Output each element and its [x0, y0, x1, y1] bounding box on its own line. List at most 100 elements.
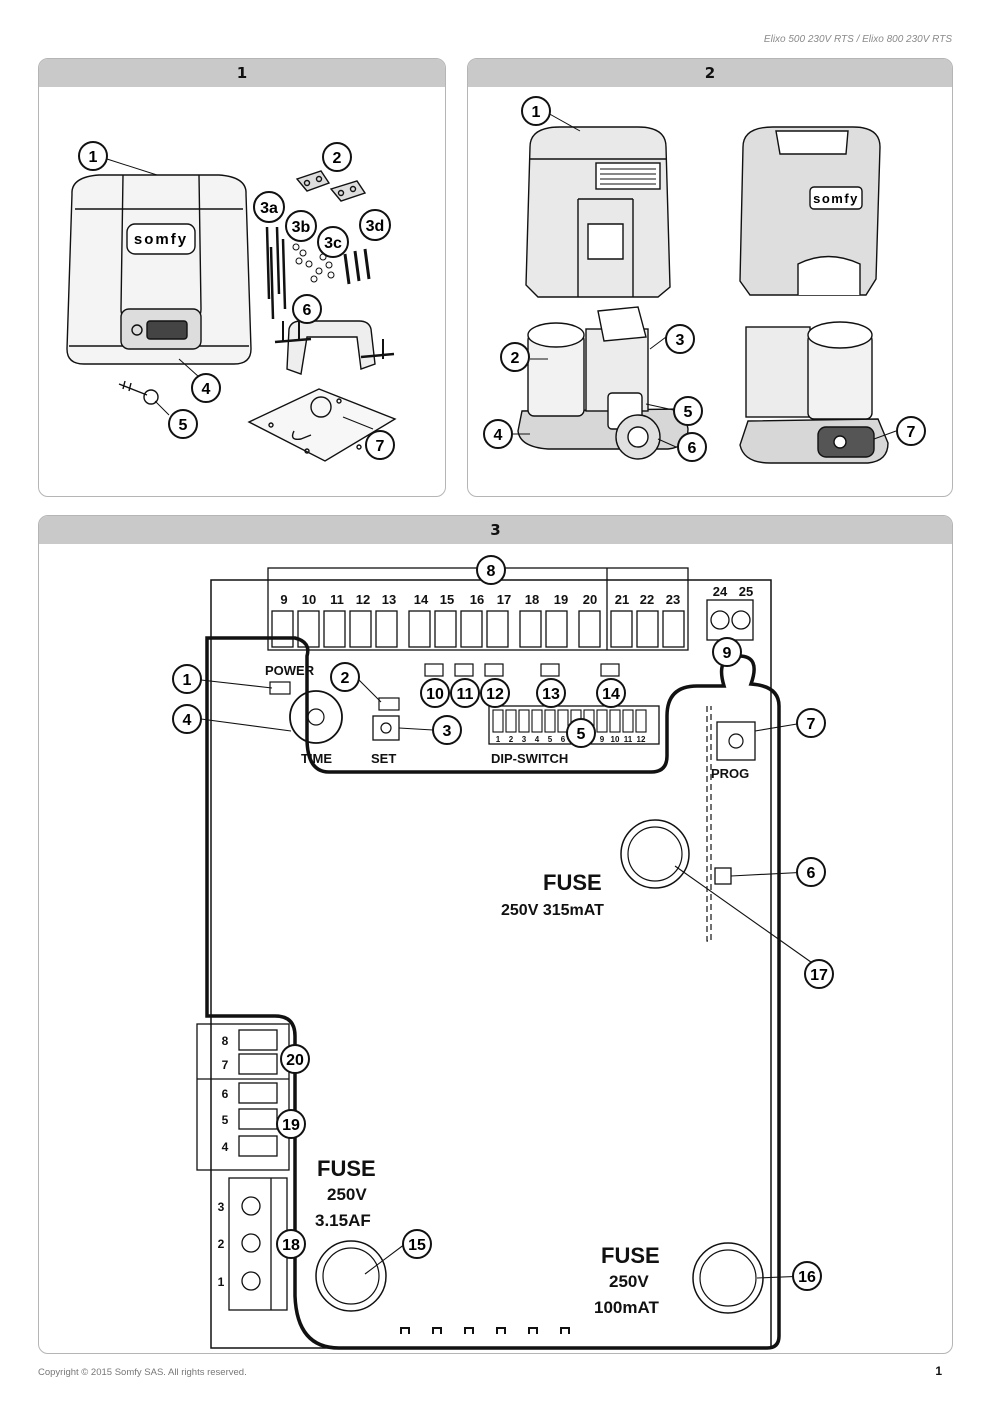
- terminal-17: 17: [497, 592, 511, 607]
- callout-5: 5: [179, 417, 188, 434]
- callout-8: 8: [487, 563, 496, 580]
- callout-6: 6: [688, 440, 697, 457]
- dip-1: 1: [496, 735, 501, 744]
- callout-6: 6: [807, 865, 816, 882]
- power-label: POWER: [265, 663, 315, 678]
- top-terminal-numbers: 9 10 11 12 13 14 15 16 17 18 19 20 21 22…: [280, 584, 753, 607]
- terminal-4: 4: [222, 1140, 229, 1154]
- callout-17: 17: [810, 967, 828, 984]
- callout-4: 4: [183, 712, 192, 729]
- left-terminal-numbers: 8 7 6 5 4 3 2 1: [218, 1034, 229, 1289]
- callout-3c: 3c: [324, 235, 342, 252]
- terminal-15: 15: [440, 592, 454, 607]
- terminal-20: 20: [583, 592, 597, 607]
- dip-6: 6: [561, 735, 566, 744]
- panel-3-callouts: 1 2 3 4 5 6 7 8 9 10 11 12 13 1: [172, 555, 834, 1291]
- callout-3d: 3d: [366, 218, 385, 235]
- dip-2: 2: [509, 735, 514, 744]
- callout-7: 7: [376, 438, 385, 455]
- left-fuse-voltage: 250V: [327, 1185, 367, 1204]
- panel-2-illustration: somfy 1 2 3 4 5 6 7: [483, 96, 926, 464]
- callout-7: 7: [807, 716, 816, 733]
- callout-15: 15: [408, 1237, 426, 1254]
- panel-1-logo: somfy: [134, 231, 188, 248]
- panel-3-title: 3: [39, 516, 952, 544]
- panel-1-title: 1: [39, 59, 445, 87]
- callout-5: 5: [577, 726, 586, 743]
- set-label: SET: [371, 751, 396, 766]
- panel-3-control-board: 3: [38, 515, 953, 1354]
- terminal-19: 19: [554, 592, 568, 607]
- callout-10: 10: [426, 686, 444, 703]
- dip-4: 4: [535, 735, 540, 744]
- terminal-13: 13: [382, 592, 396, 607]
- callout-2: 2: [341, 670, 350, 687]
- dip-10: 10: [611, 735, 620, 744]
- callout-2: 2: [511, 350, 520, 367]
- panel-1-callouts: 1 2 3a 3b 3c 3d 4 5 6 7: [78, 141, 395, 460]
- terminal-1: 1: [218, 1275, 225, 1289]
- callout-20: 20: [286, 1052, 304, 1069]
- dip-5: 5: [548, 735, 553, 744]
- terminal-9: 9: [280, 592, 287, 607]
- dip-12: 12: [637, 735, 646, 744]
- terminal-11: 11: [330, 592, 344, 607]
- dip-9: 9: [600, 735, 605, 744]
- terminal-23: 23: [666, 592, 680, 607]
- callout-11: 11: [457, 686, 474, 703]
- terminal-21: 21: [615, 592, 629, 607]
- callout-16: 16: [798, 1269, 816, 1286]
- left-fuse-current: 3.15AF: [315, 1211, 371, 1230]
- callout-1: 1: [89, 149, 98, 166]
- callout-5: 5: [684, 404, 693, 421]
- callout-3: 3: [443, 723, 452, 740]
- terminal-14: 14: [414, 592, 429, 607]
- panel-2-motor-components: 2: [467, 58, 953, 497]
- callout-9: 9: [723, 645, 732, 662]
- terminal-18: 18: [525, 592, 539, 607]
- panel-2-callouts: 1 2 3 4 5 6 7: [483, 96, 926, 462]
- terminal-8: 8: [222, 1034, 229, 1048]
- terminal-7: 7: [222, 1058, 229, 1072]
- dip-switch-label: DIP-SWITCH: [491, 751, 568, 766]
- callout-14: 14: [602, 686, 620, 703]
- panel-1-kit-contents: 1: [38, 58, 446, 497]
- terminal-16: 16: [470, 592, 484, 607]
- callout-3: 3: [676, 332, 685, 349]
- panel-2-logo: somfy: [813, 191, 859, 206]
- callout-4: 4: [494, 427, 503, 444]
- main-fuse-rating: 250V 315mAT: [501, 902, 604, 919]
- document-model-header: Elixo 500 230V RTS / Elixo 800 230V RTS: [763, 34, 952, 45]
- right-fuse-voltage: 250V: [609, 1272, 649, 1291]
- callout-3b: 3b: [292, 219, 311, 236]
- terminal-5: 5: [222, 1113, 229, 1127]
- callout-19: 19: [282, 1117, 300, 1134]
- callout-12: 12: [486, 686, 504, 703]
- copyright-footer: Copyright © 2015 Somfy SAS. All rights r…: [38, 1367, 247, 1378]
- callout-13: 13: [542, 686, 560, 703]
- terminal-12: 12: [356, 592, 370, 607]
- callout-7: 7: [907, 424, 916, 441]
- callout-1: 1: [183, 672, 192, 689]
- page-number: 1: [935, 1364, 942, 1378]
- right-fuse-current: 100mAT: [594, 1298, 659, 1317]
- callout-2: 2: [333, 150, 342, 167]
- terminal-2: 2: [218, 1237, 225, 1251]
- callout-6: 6: [303, 302, 312, 319]
- panel-2-title: 2: [468, 59, 952, 87]
- panel-3-board-diagram: 9 10 11 12 13 14 15 16 17 18 19 20 21 22…: [172, 555, 834, 1350]
- main-fuse-label: FUSE: [543, 870, 602, 895]
- left-fuse-label: FUSE: [317, 1156, 376, 1181]
- callout-18: 18: [282, 1237, 300, 1254]
- callout-1: 1: [532, 104, 541, 121]
- terminal-24: 24: [713, 584, 728, 599]
- terminal-6: 6: [222, 1087, 229, 1101]
- right-fuse-label: FUSE: [601, 1243, 660, 1268]
- time-label: TIME: [301, 751, 332, 766]
- terminal-10: 10: [302, 592, 316, 607]
- prog-label: PROG: [711, 766, 749, 781]
- callout-4: 4: [202, 381, 211, 398]
- terminal-22: 22: [640, 592, 654, 607]
- terminal-25: 25: [739, 584, 753, 599]
- callout-3a: 3a: [260, 200, 278, 217]
